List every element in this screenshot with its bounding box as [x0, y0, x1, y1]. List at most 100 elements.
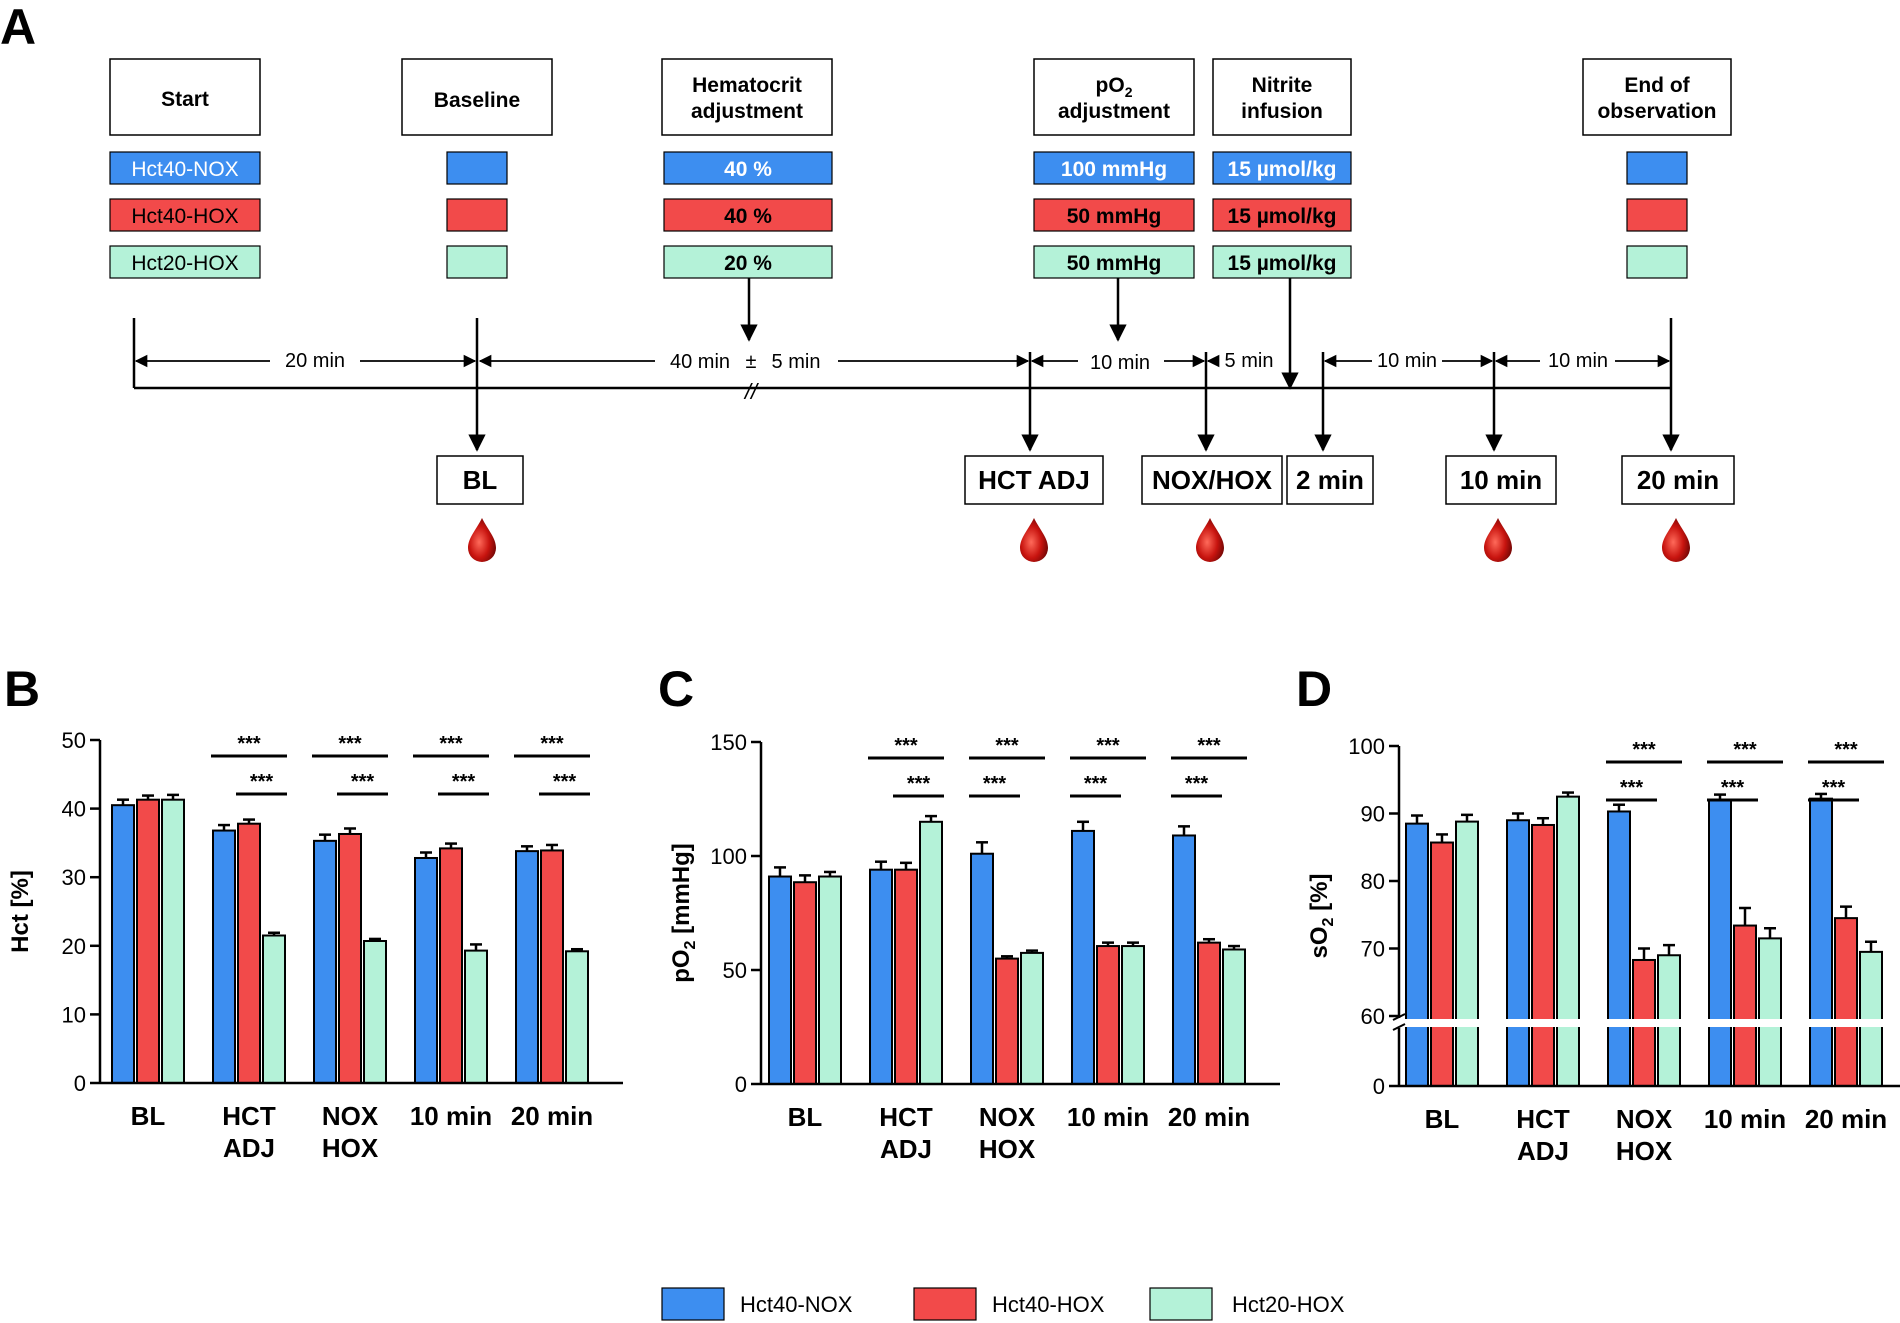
- timeline-panel: A Start Baseline Hematocrit adjustment p…: [0, 0, 1735, 562]
- significance-label: ***: [1185, 773, 1209, 795]
- x-tick-label: HOX: [979, 1134, 1036, 1164]
- y-tick-label: 0: [1373, 1074, 1385, 1099]
- bar: [414, 856, 438, 1084]
- stage-label-line2: adjustment: [1058, 100, 1170, 123]
- stage-label-line1: Hematocrit: [692, 74, 802, 97]
- bar: [1197, 941, 1221, 1086]
- panel-letter-a: A: [0, 0, 36, 55]
- legend-label: Hct20-HOX: [1232, 1292, 1345, 1317]
- stage-label-line2: observation: [1597, 100, 1716, 123]
- significance-label: ***: [1834, 739, 1858, 761]
- timepoint-label: HCT ADJ: [978, 465, 1090, 495]
- nitrite-value-hct20: 15 µmol/kg: [1228, 252, 1337, 275]
- stage-end-of-observation: End of observation: [1582, 58, 1732, 136]
- bar: [818, 875, 842, 1086]
- bar: [1455, 820, 1479, 1087]
- y-tick-label: 90: [1361, 802, 1385, 827]
- timepoint-label: 20 min: [1637, 465, 1719, 495]
- significance-label: ***: [452, 771, 476, 793]
- x-tick-label: BL: [131, 1101, 166, 1131]
- x-tick-label: NOX: [1616, 1104, 1673, 1134]
- stage-hematocrit-adjustment: Hematocrit adjustment: [661, 58, 833, 136]
- bar: [1531, 823, 1555, 1087]
- axis-break-mark: [1392, 1023, 1406, 1031]
- timepoint-label: 10 min: [1460, 465, 1542, 495]
- blood-samples: [468, 518, 1690, 562]
- bar: [262, 934, 286, 1085]
- legend-label: Hct40-HOX: [992, 1292, 1105, 1317]
- stage-label: Baseline: [434, 89, 520, 112]
- stage-label: Start: [161, 88, 209, 111]
- significance-label: ***: [894, 735, 918, 757]
- y-axis-label: pO2 [mmHg]: [668, 843, 699, 983]
- blood-drop-icon: [1196, 518, 1224, 562]
- y-axis-label: sO2 [%]: [1306, 874, 1337, 959]
- bar: [1809, 797, 1833, 1088]
- legend-swatch-hct20: [1149, 1287, 1213, 1321]
- legend-swatch-nox: [661, 1287, 725, 1321]
- x-tick-label: 10 min: [410, 1101, 492, 1131]
- bar: [1121, 945, 1145, 1085]
- stage-po2-adjustment: pO2 adjustment: [1033, 58, 1195, 136]
- x-tick-label: 20 min: [1805, 1104, 1887, 1134]
- significance-label: ***: [351, 771, 375, 793]
- bar: [1758, 937, 1782, 1087]
- y-tick-label: 30: [62, 865, 86, 890]
- bar: [338, 832, 362, 1084]
- interval-label: ±: [746, 351, 757, 373]
- stage-nitrite-infusion: Nitrite infusion: [1212, 58, 1352, 136]
- panel-letter-b: B: [4, 661, 40, 717]
- y-tick-label: 70: [1361, 937, 1385, 962]
- blood-drop-icon: [1020, 518, 1048, 562]
- timepoint-label: BL: [463, 465, 498, 495]
- significance-label: ***: [439, 733, 463, 755]
- bar: [1859, 950, 1883, 1087]
- y-tick-label: 100: [1348, 734, 1385, 759]
- bar: [540, 849, 564, 1084]
- y-tick-label: 50: [62, 728, 86, 753]
- x-tick-label: BL: [788, 1102, 823, 1132]
- bar: [1834, 917, 1858, 1087]
- y-tick-label: 0: [735, 1072, 747, 1097]
- bar: [919, 820, 943, 1085]
- bar: [970, 852, 994, 1085]
- significance-label: ***: [540, 733, 564, 755]
- y-tick-label: 50: [723, 958, 747, 983]
- interval-label: 10 min: [1090, 352, 1150, 374]
- bar: [313, 839, 337, 1084]
- bar: [515, 850, 539, 1085]
- interval-label: 10 min: [1548, 350, 1608, 372]
- bar: [894, 868, 918, 1085]
- blood-drop-icon: [1662, 518, 1690, 562]
- group-rows: Hct40-NOX 40 % 100 mmHg 15 µmol/kg Hct40…: [109, 151, 1688, 279]
- significance-label: ***: [250, 771, 274, 793]
- x-tick-label: HCT: [879, 1102, 933, 1132]
- bar: [1071, 829, 1095, 1085]
- bar: [439, 847, 463, 1084]
- x-tick-label: 20 min: [1168, 1102, 1250, 1132]
- panel-letter-d: D: [1296, 661, 1332, 717]
- x-tick-label: HOX: [1616, 1136, 1673, 1166]
- y-tick-label: 60: [1361, 1004, 1385, 1029]
- x-tick-label: 10 min: [1704, 1104, 1786, 1134]
- x-tick-label: 20 min: [511, 1101, 593, 1131]
- y-tick-label: 40: [62, 797, 86, 822]
- x-tick-label: BL: [1425, 1104, 1460, 1134]
- timepoint-label: NOX/HOX: [1152, 465, 1273, 495]
- stage-label-line1: Nitrite: [1252, 74, 1313, 97]
- stage-label-line1: pO2: [1096, 74, 1133, 100]
- hematocrit-value-hox: 40 %: [724, 205, 772, 228]
- stage-baseline: Baseline: [401, 58, 553, 136]
- significance-label: ***: [553, 771, 577, 793]
- legend: Hct40-NOX Hct40-HOX Hct20-HOX: [661, 1287, 1345, 1321]
- x-tick-label: ADJ: [880, 1134, 932, 1164]
- y-axis-label: Hct [%]: [7, 870, 34, 953]
- bar: [1556, 795, 1580, 1087]
- panel-letter-c: C: [658, 661, 694, 717]
- x-tick-label: ADJ: [223, 1133, 275, 1163]
- bar: [1607, 810, 1631, 1087]
- x-tick-label: HCT: [1516, 1104, 1570, 1134]
- break-mark: //: [743, 379, 759, 404]
